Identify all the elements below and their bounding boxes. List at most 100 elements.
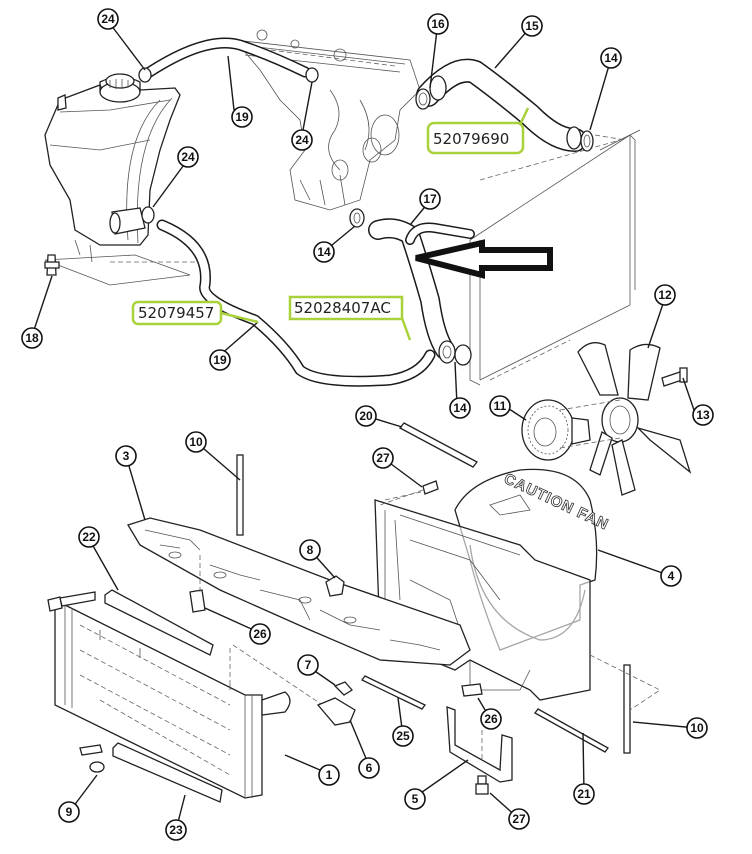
- hose-clamp-16: [415, 88, 431, 110]
- callout-number: 27: [376, 451, 390, 465]
- callout-24-b: 24: [291, 129, 313, 151]
- hose-clamp-24b: [305, 67, 319, 83]
- bolt-27b: [475, 775, 489, 795]
- isolator-7: [333, 681, 353, 696]
- callout-24-a: 24: [97, 8, 119, 30]
- fan-bolt-13: [661, 367, 688, 387]
- callout-10-a: 10: [185, 431, 207, 453]
- callout-14-a: 14: [600, 47, 622, 69]
- callout-number: 26: [253, 627, 267, 641]
- callout-25: 25: [392, 725, 414, 747]
- part-number-lower-hose: 52028407AC: [288, 295, 412, 341]
- callout-number: 1: [326, 768, 333, 782]
- callout-6: 6: [358, 757, 380, 779]
- callout-number: 13: [696, 408, 710, 422]
- radiator: [47, 591, 331, 799]
- callout-4: 4: [660, 565, 682, 587]
- hose-clamp-14c: [438, 340, 472, 366]
- callout-8: 8: [299, 539, 321, 561]
- bracket-6: [316, 697, 356, 726]
- hose-clamp-24c: [141, 206, 155, 224]
- overflow-hose-lower: [156, 219, 436, 387]
- callout-number: 22: [82, 530, 96, 544]
- coolant-reservoir: [44, 73, 200, 286]
- callout-19-a: 19: [231, 106, 253, 128]
- callout-number: 27: [512, 812, 526, 826]
- callout-1: 1: [318, 764, 340, 786]
- callout-5: 5: [404, 788, 426, 810]
- callout-number: 24: [295, 133, 309, 147]
- callout-number: 14: [317, 245, 331, 259]
- seal-21: [534, 708, 609, 753]
- isolator-9: [79, 744, 105, 773]
- seal-10-upper: [236, 454, 244, 536]
- callout-number: 10: [189, 435, 203, 449]
- callout-number: 26: [484, 712, 498, 726]
- callout-number: 14: [453, 401, 467, 415]
- part-number-overflow-hose: 52079457: [131, 300, 259, 326]
- callout-27-b: 27: [508, 808, 530, 830]
- callout-number: 9: [66, 805, 73, 819]
- reservoir-cap: [99, 73, 141, 103]
- part-number-upper-hose-text: 52079690: [433, 130, 509, 148]
- callout-number: 4: [668, 569, 675, 583]
- seal-23: [112, 742, 223, 803]
- hose-clamp-14b: [349, 208, 365, 228]
- callout-13: 13: [692, 404, 714, 426]
- callout-26-a: 26: [249, 623, 271, 645]
- callout-number: 7: [305, 658, 312, 672]
- callout-16: 16: [427, 13, 449, 35]
- callout-10-b: 10: [686, 717, 708, 739]
- bolt-27a: [422, 480, 439, 495]
- callout-9: 9: [58, 801, 80, 823]
- callout-number: 12: [658, 288, 672, 302]
- left-arrow-icon: [415, 239, 553, 279]
- callout-number: 5: [412, 792, 419, 806]
- callout-number: 10: [690, 721, 704, 735]
- callout-number: 17: [423, 192, 437, 206]
- callout-18: 18: [21, 327, 43, 349]
- callout-20: 20: [355, 405, 377, 427]
- callout-23: 23: [165, 819, 187, 841]
- callout-21: 21: [573, 783, 595, 805]
- hose-clamp-24a: [138, 67, 152, 83]
- seal-22: [104, 589, 214, 656]
- callout-number: 19: [235, 110, 249, 124]
- callout-number: 3: [123, 449, 130, 463]
- callout-11: 11: [489, 395, 511, 417]
- seal-10-lower: [623, 664, 631, 754]
- callout-24-c: 24: [177, 146, 199, 168]
- callout-number: 14: [604, 51, 618, 65]
- upper-radiator-hose: [416, 58, 587, 152]
- callout-number: 20: [359, 409, 373, 423]
- seal-20: [399, 422, 478, 468]
- callout-26-b: 26: [480, 708, 502, 730]
- callout-number: 19: [213, 353, 227, 367]
- callout-17: 17: [419, 188, 441, 210]
- clip-26b: [461, 683, 483, 697]
- callout-14-b: 14: [313, 241, 335, 263]
- callout-number: 16: [431, 17, 445, 31]
- hose-clamp-14a: [580, 130, 594, 152]
- callout-19-b: 19: [209, 349, 231, 371]
- lower-bracket: [446, 706, 513, 783]
- part-number-lower-hose-text: 52028407AC: [294, 299, 391, 317]
- callout-number: 8: [307, 543, 314, 557]
- seal-25: [361, 675, 426, 710]
- part-number-upper-hose: 52079690: [426, 107, 530, 155]
- fan-shroud: CAUTION FAN: [374, 468, 612, 701]
- leader-lines: [32, 24, 697, 831]
- callout-number: 15: [525, 19, 539, 33]
- callout-number: 21: [577, 787, 591, 801]
- fan-blade-assembly: [559, 342, 692, 496]
- callout-27-a: 27: [372, 447, 394, 469]
- fan-clutch: [521, 399, 591, 461]
- lower-radiator-hose: [368, 218, 475, 360]
- callout-14-c: 14: [449, 397, 471, 419]
- callout-number: 11: [494, 399, 507, 413]
- callout-number: 6: [366, 761, 373, 775]
- upper-crossmember: [127, 517, 471, 666]
- callout-3: 3: [115, 445, 137, 467]
- callout-22: 22: [78, 526, 100, 548]
